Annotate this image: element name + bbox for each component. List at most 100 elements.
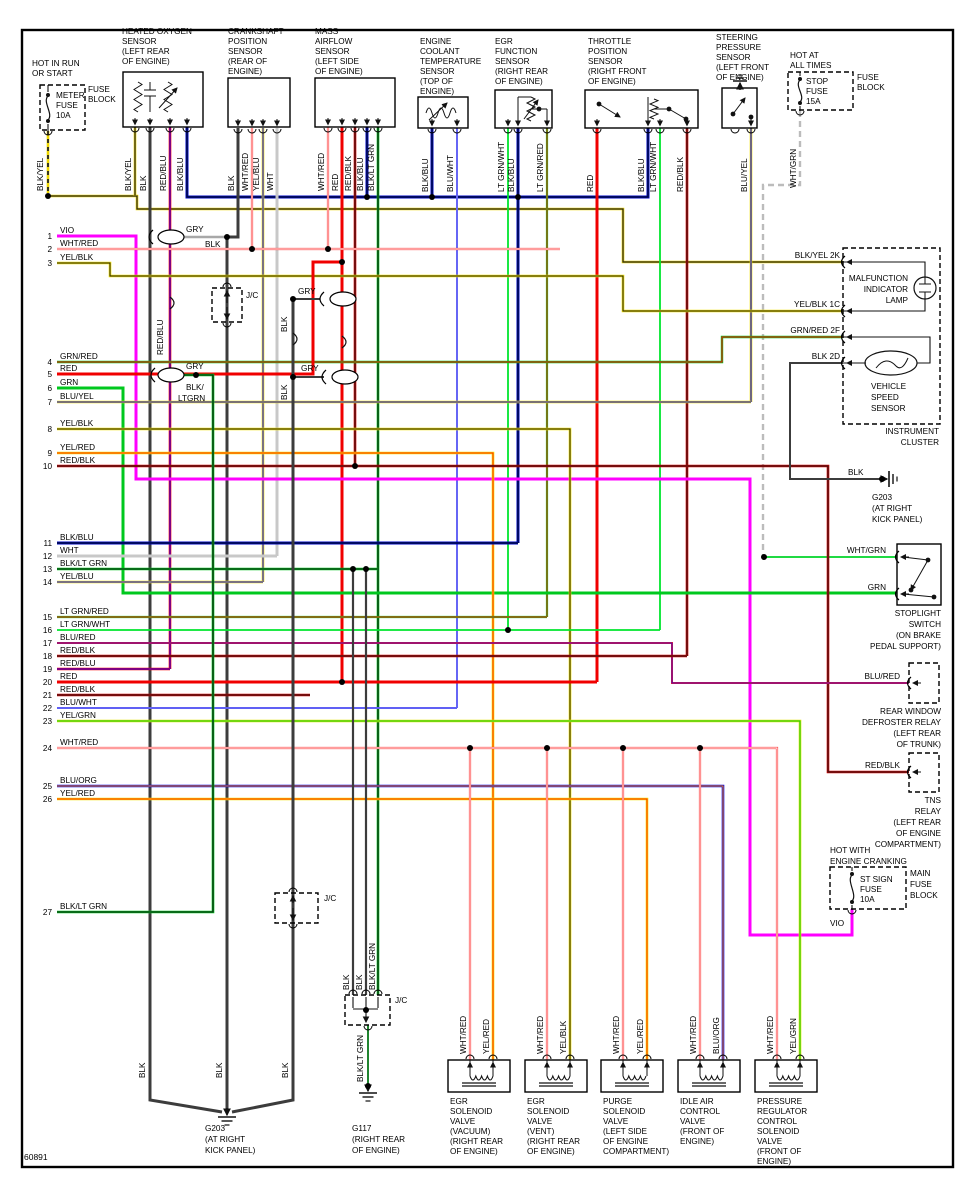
label: EGR <box>527 1097 545 1106</box>
label: 15A <box>806 97 821 106</box>
label: VALVE <box>757 1137 783 1146</box>
pin-arc <box>655 128 665 134</box>
label: OF TRUNK) <box>897 740 942 749</box>
wire-stripe-row24-whtred <box>57 747 778 1060</box>
wire-label: WHT/RED <box>459 1016 468 1054</box>
label: SENSOR <box>871 404 906 413</box>
wire-row23-yelgrn <box>57 719 802 1060</box>
row-number-1: 1 <box>47 232 52 241</box>
pin-arc <box>130 127 140 133</box>
label: TEMPERATURE <box>420 57 482 66</box>
component-egr-solenoid-valve-vent <box>524 1059 588 1093</box>
wire-row17-blured <box>57 642 909 684</box>
pin-arc <box>513 128 523 134</box>
label: (FRONT OF <box>680 1127 724 1136</box>
pin-arc <box>323 127 333 133</box>
resistor-icon <box>163 81 173 113</box>
wire-label: WHT/RED <box>317 153 326 191</box>
row-number-2: 2 <box>47 245 52 254</box>
label: SWITCH <box>909 620 941 629</box>
label: SENSOR <box>122 37 157 46</box>
pin-arc <box>362 127 372 133</box>
pin-arc <box>643 128 653 134</box>
component-purge-solenoid-valve <box>600 1059 664 1093</box>
wire-label: BLU/ORG <box>712 1017 721 1054</box>
solenoid-coil-icon <box>622 1074 647 1081</box>
label: OF ENGINE) <box>450 1147 498 1156</box>
wire-label: BLK/YEL <box>36 157 45 191</box>
label: BLU/RED <box>865 672 901 681</box>
label: COMPARTMENT) <box>603 1147 669 1156</box>
wire-label: BLK/LT GRN <box>356 1035 365 1082</box>
wire-label: BLK <box>215 1062 224 1078</box>
label: WHT/GRN <box>847 546 886 555</box>
label: GRY <box>298 287 316 296</box>
label: CLUSTER <box>901 438 939 447</box>
label: METER <box>56 91 85 100</box>
wire-label: RED/BLU <box>159 155 168 191</box>
speed-sensor-icon <box>864 350 918 376</box>
label: GRY <box>186 362 204 371</box>
label: HOT IN RUN <box>32 59 80 68</box>
junction-dot <box>352 463 358 469</box>
symbol-line <box>732 97 746 115</box>
label: FUSE <box>88 85 110 94</box>
row-label-22: BLU/WHT <box>60 698 97 707</box>
label: (LEFT FRONT <box>716 63 769 72</box>
row-number-12: 12 <box>43 552 53 561</box>
wire-label: BLK <box>227 175 236 191</box>
row-number-22: 22 <box>43 704 53 713</box>
label: (LEFT REAR <box>893 818 941 827</box>
wire-label: WHT/RED <box>241 153 250 191</box>
junction-dot <box>339 679 345 685</box>
component-instrument-cluster <box>842 247 941 425</box>
label: (RIGHT REAR <box>527 1137 580 1146</box>
inline-connector-oval <box>157 229 185 245</box>
label: GRY <box>301 364 319 373</box>
wire-row6-grn <box>57 386 897 595</box>
wire-stripe-row9-yelred <box>57 452 494 1060</box>
diagram-code: 60891 <box>24 1152 48 1162</box>
pin-arc <box>847 909 857 915</box>
label: G117 <box>352 1124 372 1133</box>
wire-label: LT GRN/RED <box>536 143 545 192</box>
wire-label: WHT/RED <box>689 1016 698 1054</box>
wire-label: RED/BLK <box>344 155 353 191</box>
wire-label: BLK <box>280 384 289 400</box>
label: EGR <box>495 37 513 46</box>
row-label-27: BLK/LT GRN <box>60 902 107 911</box>
label: FUSE <box>857 73 879 82</box>
connector-hook <box>840 356 846 370</box>
pin-arc <box>427 128 437 134</box>
label: STEERING <box>716 33 758 42</box>
row-label-16: LT GRN/WHT <box>60 620 110 629</box>
solenoid-coil-icon <box>469 1074 494 1081</box>
label: RED/BLK <box>865 761 901 770</box>
row-label-20: RED <box>60 672 77 681</box>
label: (RIGHT REAR <box>352 1135 405 1144</box>
label: FUNCTION <box>495 47 537 56</box>
label: BLK/YEL 2K <box>795 251 841 260</box>
inline-connector-oval <box>157 367 185 383</box>
label: KICK PANEL) <box>872 515 923 524</box>
pin-arc <box>43 130 53 136</box>
fuse-icon <box>798 101 802 105</box>
label: OF ENGINE <box>603 1137 649 1146</box>
pin-arc <box>718 1054 728 1060</box>
label: LAMP <box>886 296 909 305</box>
fuse-icon <box>850 872 854 876</box>
contact-dot <box>683 116 689 122</box>
connector-hook <box>840 255 846 269</box>
pin-arc <box>233 128 243 134</box>
label: PEDAL SUPPORT) <box>870 642 941 651</box>
row-number-23: 23 <box>43 717 53 726</box>
connector-bracket <box>148 229 154 245</box>
row-label-11: BLK/BLU <box>60 533 94 542</box>
connector-hook <box>840 330 846 344</box>
wire-stripe-row4-grnred <box>57 336 843 363</box>
label: OF ENGINE <box>896 829 942 838</box>
wire-label: RED <box>331 174 340 191</box>
wire-label: BLK/BLU <box>356 157 365 191</box>
row-number-4: 4 <box>47 358 52 367</box>
